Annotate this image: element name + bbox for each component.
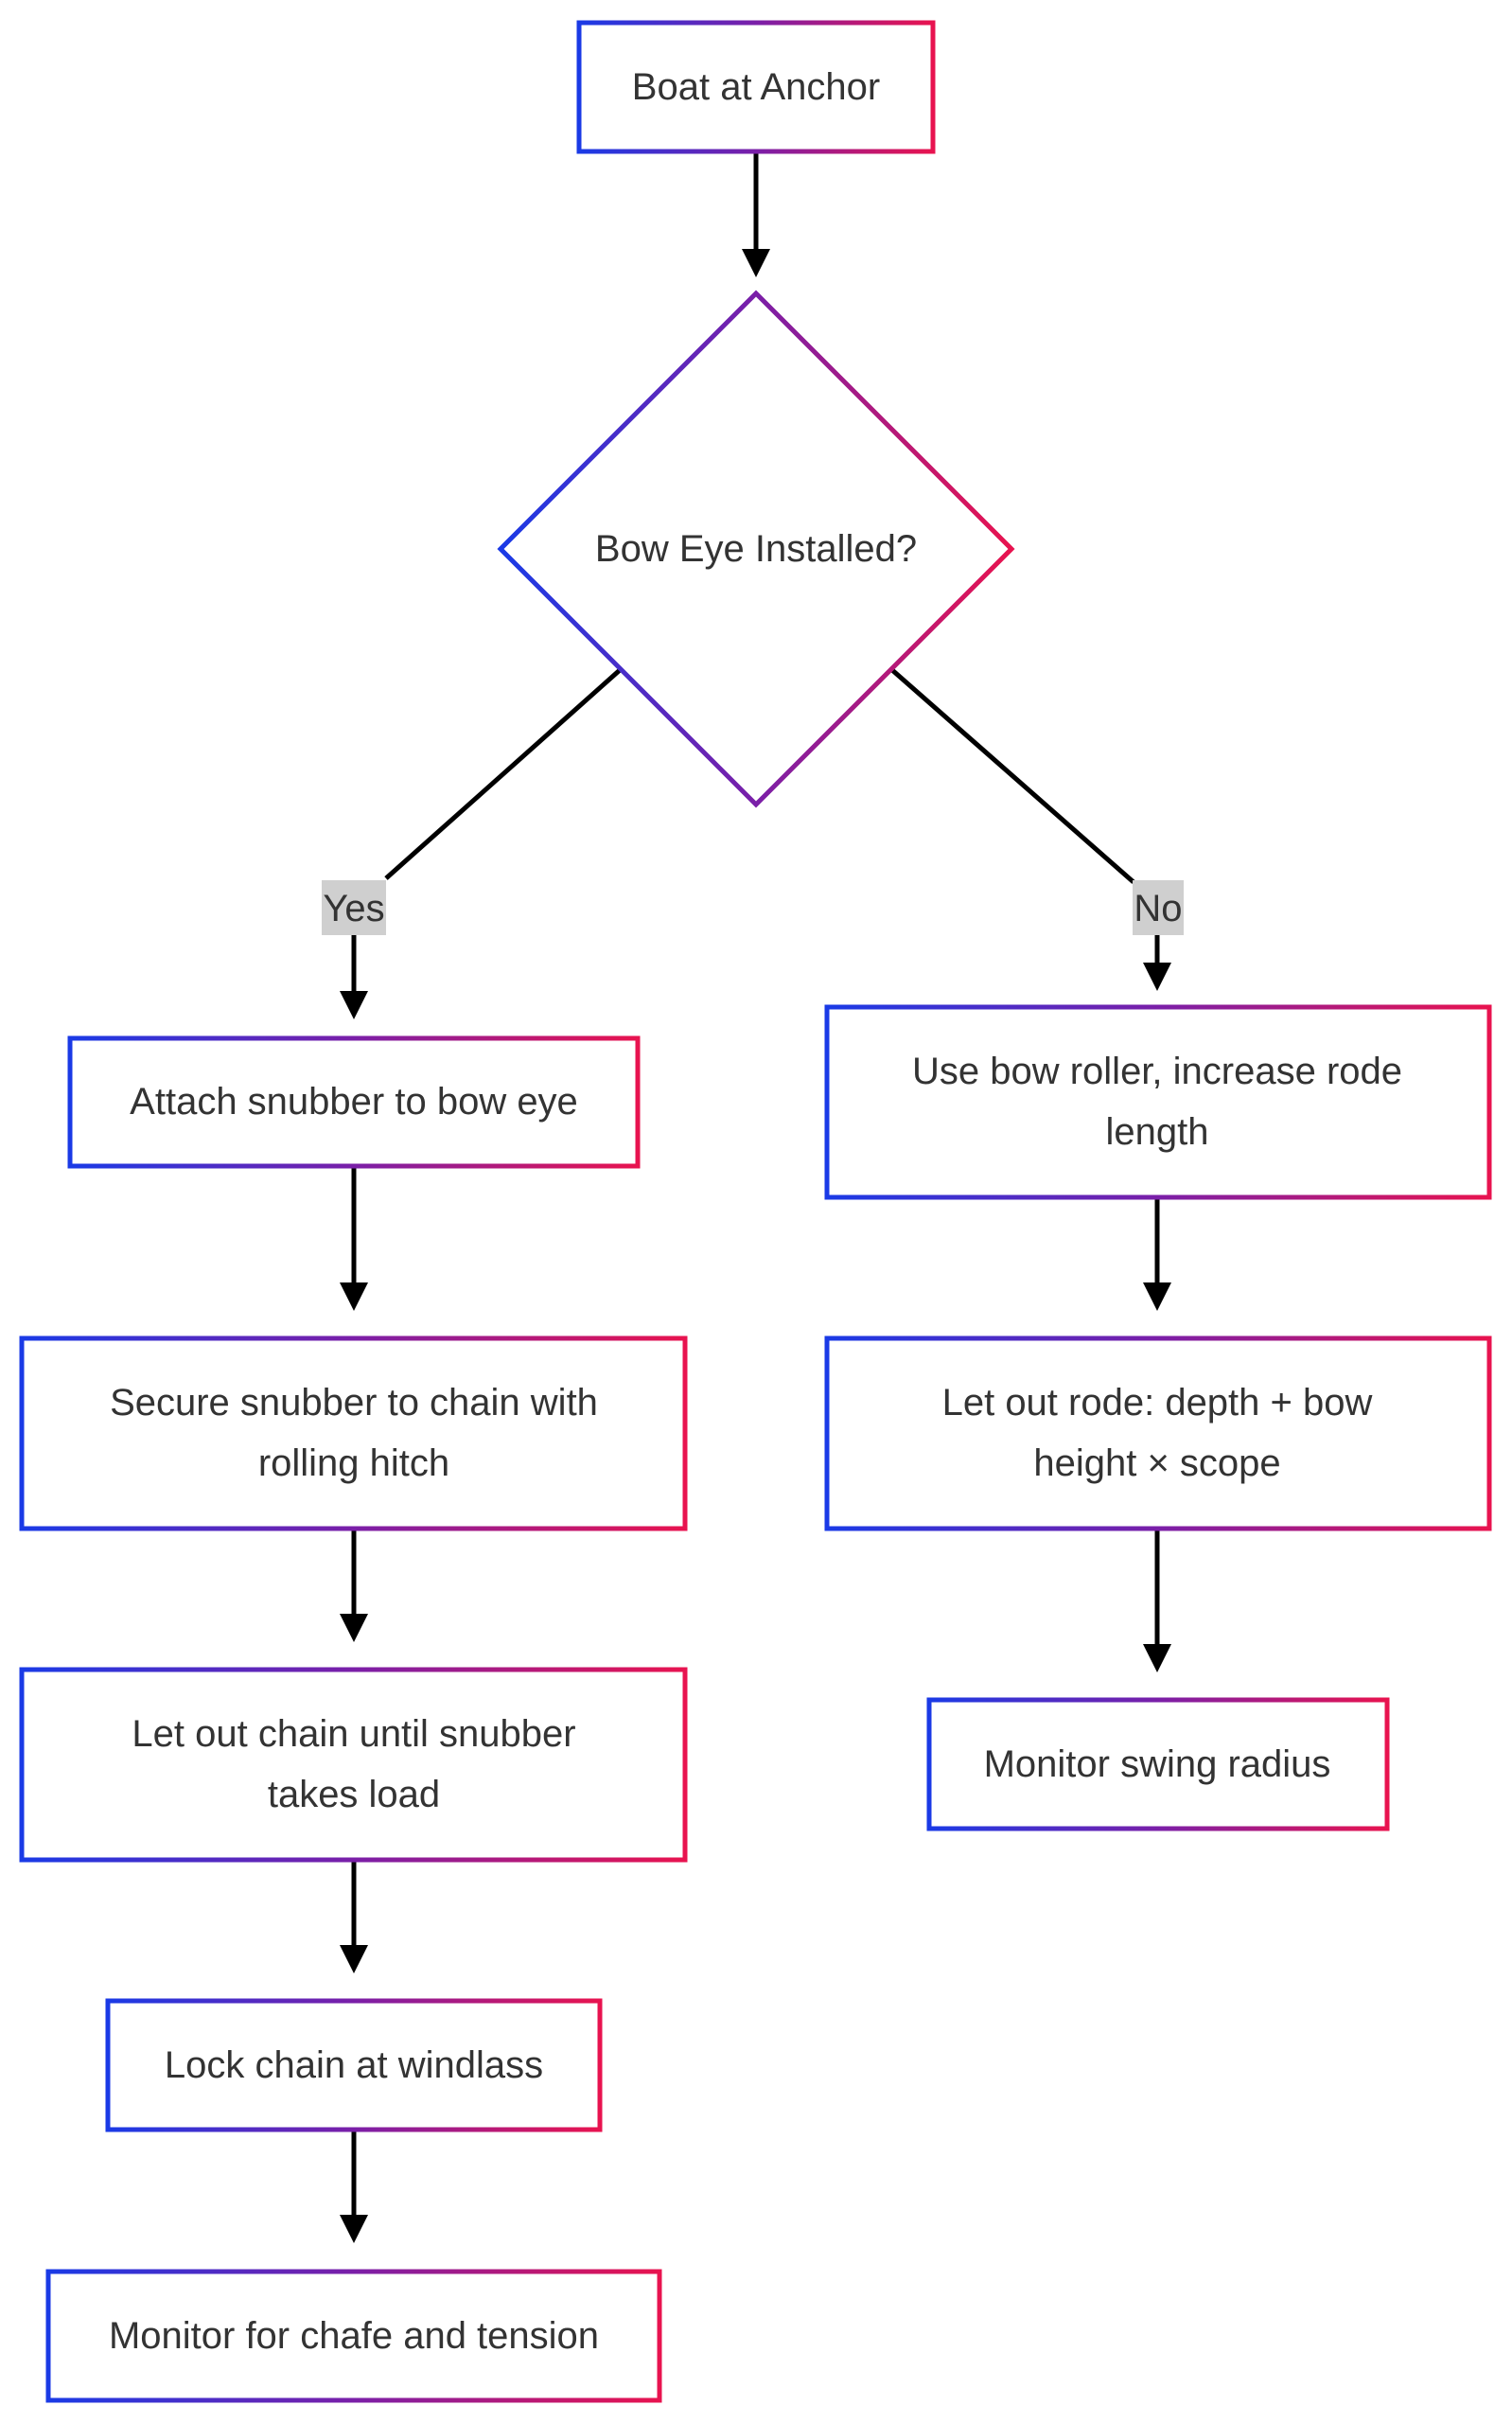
edge-decision-to-no [890, 668, 1135, 884]
node-monitor-chafe: Monitor for chafe and tension [45, 2269, 662, 2403]
decision-bow-eye-installed: Bow Eye Installed? [497, 290, 1015, 808]
svg-text:Boat at Anchor: Boat at Anchor [632, 66, 880, 108]
node-use-bow-roller: Use bow roller, increase rode length [824, 1004, 1492, 1200]
node-boat-at-anchor: Boat at Anchor [576, 20, 936, 154]
svg-text:Monitor for chafe and tension: Monitor for chafe and tension [109, 2315, 599, 2357]
svg-text:length: length [1106, 1111, 1209, 1153]
svg-text:Secure snubber to chain with: Secure snubber to chain with [110, 1382, 598, 1424]
edge-label-no: No [1133, 880, 1184, 935]
svg-text:No: No [1134, 888, 1182, 929]
svg-text:Attach snubber to bow eye: Attach snubber to bow eye [130, 1081, 578, 1123]
svg-text:Bow Eye Installed?: Bow Eye Installed? [595, 528, 917, 570]
svg-text:takes load: takes load [268, 1774, 440, 1815]
svg-text:height × scope: height × scope [1033, 1442, 1280, 1484]
edges [340, 151, 1171, 2243]
edge-decision-to-yes [384, 668, 622, 880]
node-secure-snubber: Secure snubber to chain with rolling hit… [19, 1335, 688, 1531]
svg-text:Lock chain at windlass: Lock chain at windlass [165, 2044, 543, 2086]
svg-text:Use bow roller, increase rode: Use bow roller, increase rode [912, 1051, 1402, 1092]
svg-text:Let out rode: depth + bow: Let out rode: depth + bow [942, 1382, 1373, 1424]
node-let-out-rode: Let out rode: depth + bow height × scope [824, 1335, 1492, 1531]
edge-label-yes: Yes [322, 880, 386, 935]
svg-text:Monitor swing radius: Monitor swing radius [984, 1743, 1331, 1785]
svg-text:rolling hitch: rolling hitch [258, 1442, 449, 1484]
node-monitor-swing: Monitor swing radius [926, 1697, 1390, 1831]
svg-text:Let out chain until snubber: Let out chain until snubber [132, 1713, 575, 1755]
node-lock-chain: Lock chain at windlass [105, 1998, 603, 2132]
node-let-out-chain: Let out chain until snubber takes load [19, 1667, 688, 1863]
node-attach-snubber: Attach snubber to bow eye [67, 1035, 641, 1169]
svg-text:Yes: Yes [323, 888, 384, 929]
